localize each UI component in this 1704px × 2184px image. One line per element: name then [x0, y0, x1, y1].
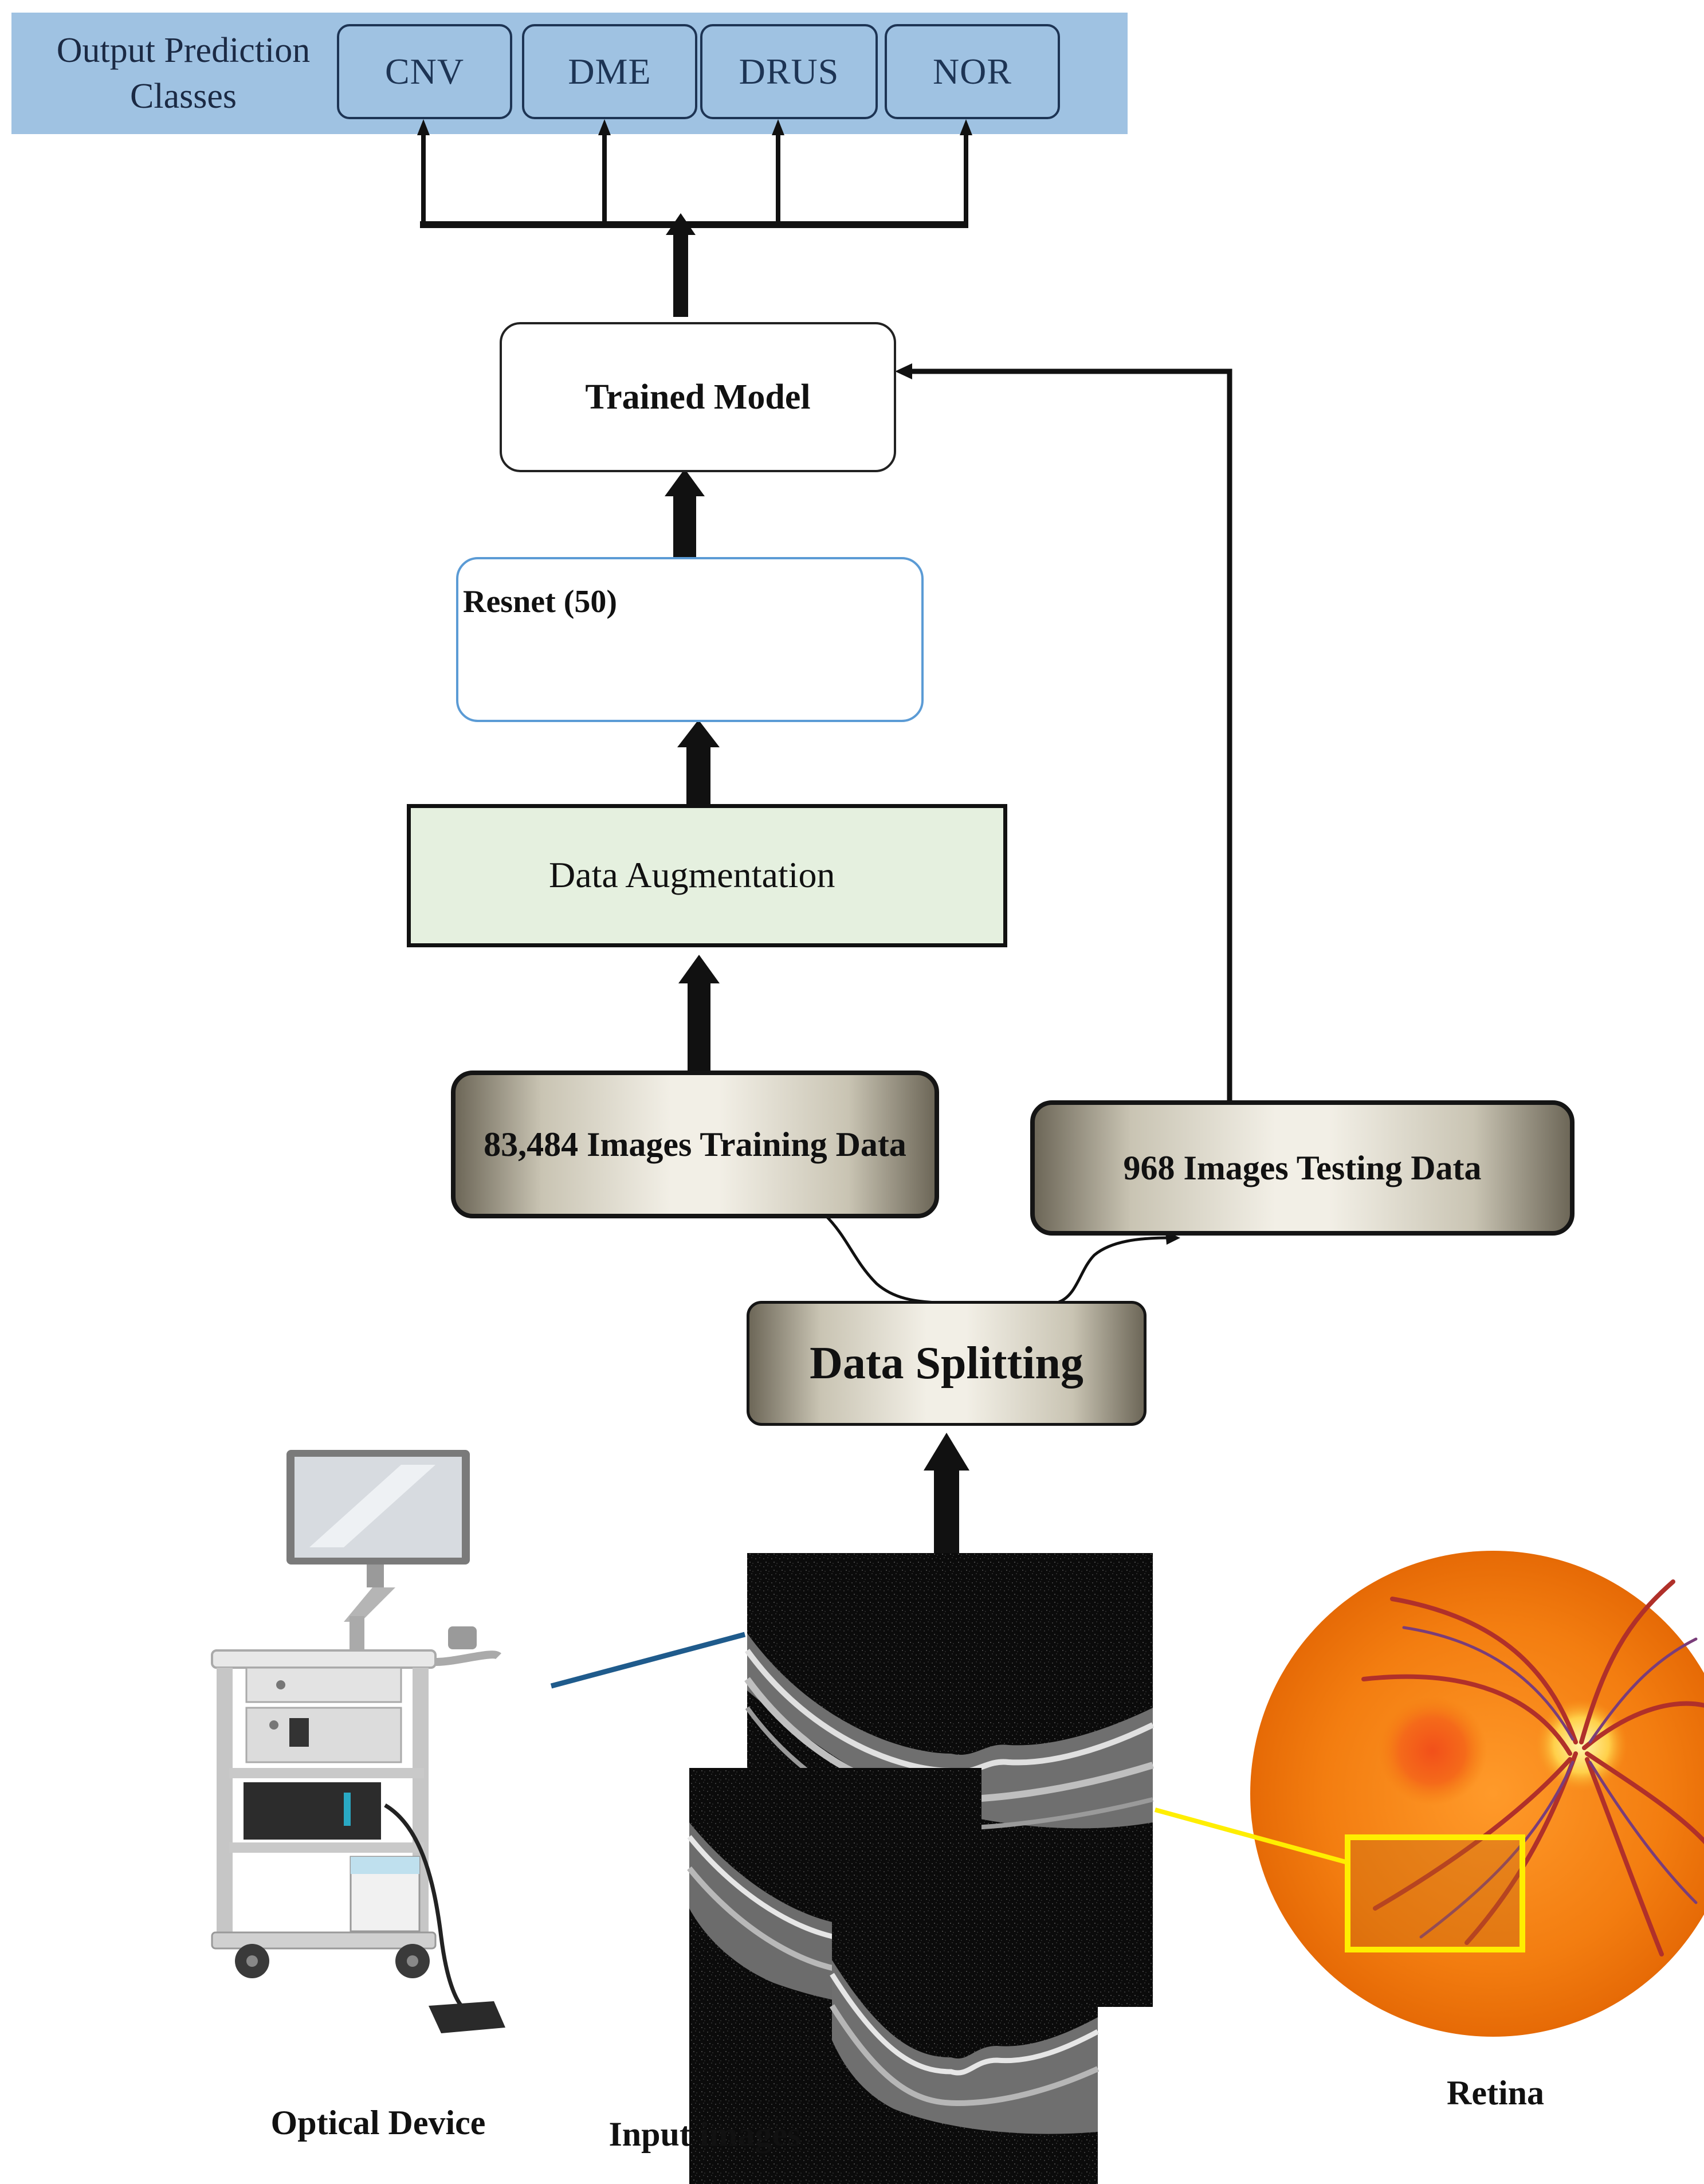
class-fanout-connector — [417, 119, 972, 317]
split-to-testing-curve — [1058, 1236, 1169, 1304]
data-augmentation-label: Data Augmentation — [549, 854, 835, 895]
training-to-augmentation-arrow — [678, 955, 720, 1071]
class-box-dme: DME — [522, 24, 697, 119]
trained-model-box: Trained Model — [500, 322, 896, 472]
resnet-to-model-arrow — [665, 469, 705, 557]
oct-scan-front — [829, 1877, 1100, 2184]
class-box-cnv: CNV — [337, 24, 512, 119]
output-classes-band — [11, 13, 1128, 134]
class-box-nor: NOR — [885, 24, 1060, 119]
resnet-label: Resnet (50) — [463, 584, 618, 619]
input-to-retina-connector — [1154, 1807, 1349, 1865]
device-to-input-connector — [550, 1632, 746, 1689]
retina-caption: Retina — [1447, 2074, 1544, 2112]
resnet-box — [456, 557, 924, 722]
split-to-training-curve — [824, 1214, 946, 1305]
data-augmentation-box — [407, 804, 1007, 947]
input-to-splitting-arrow — [924, 1433, 969, 1553]
retina-illustration — [1250, 1551, 1704, 2037]
testing-data-box: 968 Images Testing Data — [1030, 1100, 1575, 1236]
output-classes-title: Output Prediction Classes — [56, 31, 311, 116]
optical-device-illustration — [211, 1450, 505, 2033]
augmentation-to-resnet-arrow — [677, 720, 720, 804]
input-images-caption: Input images — [608, 2115, 801, 2153]
testing-to-model-connector — [895, 363, 1232, 1100]
training-data-box: 83,484 Images Training Data — [451, 1071, 939, 1218]
optical-device-caption: Optical Device — [270, 2104, 486, 2142]
class-box-drus: DRUS — [700, 24, 878, 119]
data-splitting-box: Data Splitting — [747, 1301, 1147, 1426]
